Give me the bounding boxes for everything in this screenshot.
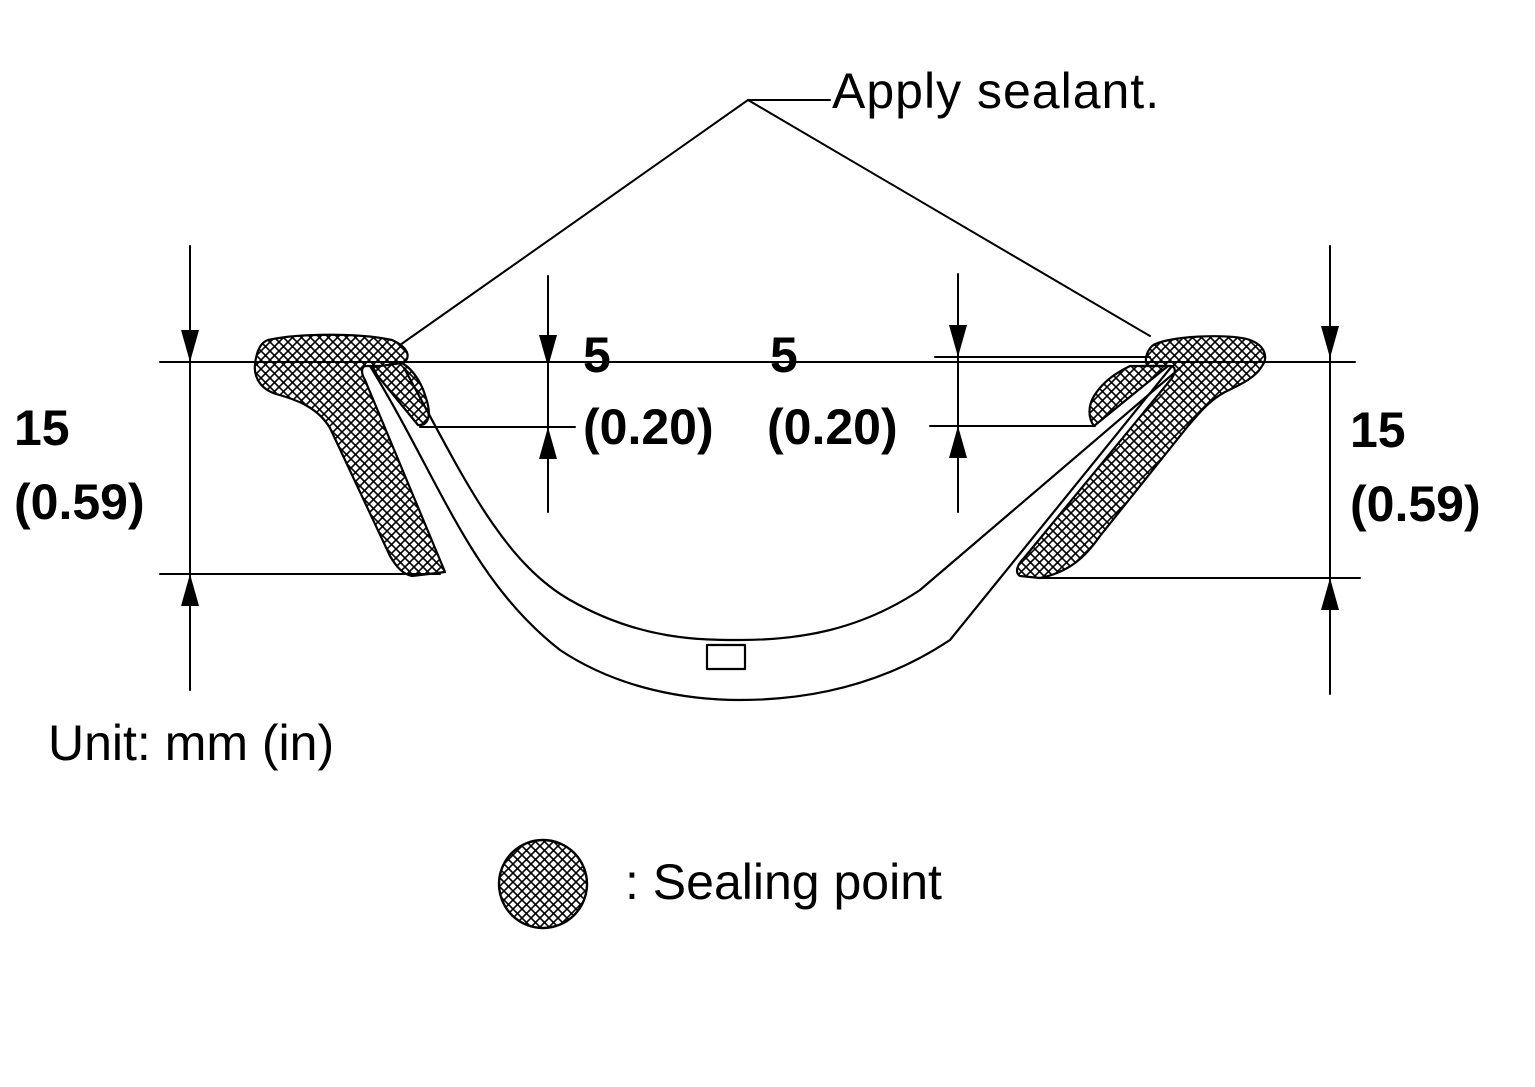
dim-left-inner-in: (0.20) bbox=[583, 399, 714, 455]
arrow-right-inner-down bbox=[949, 325, 967, 357]
sealant-left-outer bbox=[253, 333, 447, 578]
unit-label: Unit: mm (in) bbox=[48, 715, 335, 771]
dim-right-inner bbox=[929, 273, 1151, 513]
dim-left-outer-mm: 15 bbox=[14, 400, 70, 456]
arrow-right-outer-down bbox=[1321, 326, 1339, 358]
arrow-right-inner-up bbox=[949, 426, 967, 458]
oil-pan-inner-edge bbox=[402, 366, 1182, 642]
sealant-left-inner bbox=[371, 361, 430, 427]
sealant-right-outer bbox=[1015, 335, 1267, 580]
dim-right-inner-in: (0.20) bbox=[767, 399, 898, 455]
callout-leader bbox=[399, 99, 1151, 346]
dim-left-outer bbox=[159, 245, 441, 691]
arrow-left-inner-up bbox=[539, 427, 557, 459]
oil-pan-outer-edge bbox=[368, 364, 1174, 702]
legend-swatch-icon bbox=[497, 838, 589, 930]
legend-label: : Sealing point bbox=[625, 854, 942, 910]
arrow-left-inner-down bbox=[539, 335, 557, 367]
dim-right-outer-in: (0.59) bbox=[1350, 476, 1481, 532]
arrow-left-outer-up bbox=[181, 574, 199, 606]
arrow-left-outer-down bbox=[181, 330, 199, 362]
dim-left-outer-in: (0.59) bbox=[14, 474, 145, 530]
dim-right-outer bbox=[1039, 245, 1361, 695]
drain-boss bbox=[705, 643, 747, 671]
dim-right-inner-mm: 5 bbox=[770, 327, 798, 383]
sealant-right-inner bbox=[1088, 364, 1170, 428]
dim-left-inner bbox=[419, 275, 576, 513]
arrow-right-outer-up bbox=[1321, 578, 1339, 610]
apply-sealant-callout: Apply sealant. bbox=[832, 63, 1161, 119]
dim-left-inner-mm: 5 bbox=[583, 327, 611, 383]
dim-right-outer-mm: 15 bbox=[1350, 402, 1406, 458]
